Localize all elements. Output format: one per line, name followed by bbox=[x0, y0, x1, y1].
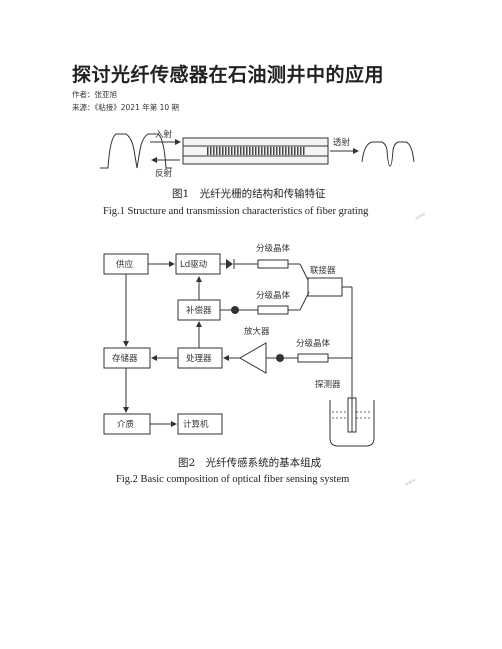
figure-1-caption-cn: 图1 光纤光栅的结构和传输特征 bbox=[172, 187, 326, 200]
grating-top-label: 分级晶体 bbox=[256, 243, 291, 254]
storage-label: 存储器 bbox=[112, 353, 138, 364]
figure-1: 入射 反射 透射 图1 光纤光栅的结构和传输特征 Fig.1 Structure… bbox=[100, 129, 427, 222]
processor-label: 处理器 bbox=[186, 353, 212, 364]
incident-arrow: 入射 bbox=[150, 129, 181, 145]
computer-label: 计算机 bbox=[183, 419, 209, 430]
grating-low-box bbox=[297, 353, 329, 363]
amplifier-triangle bbox=[238, 342, 267, 374]
figure-1-caption-en: Fig.1 Structure and transmission charact… bbox=[103, 206, 369, 217]
grating-top-box bbox=[257, 259, 289, 269]
compensator-label: 补偿器 bbox=[186, 305, 212, 316]
author-line: 作者：张亚旭 bbox=[72, 90, 117, 99]
detector-label: 探测器 bbox=[315, 379, 341, 390]
figure-2: 供应 Ld驱动 分级晶体 联接器 补偿器 bbox=[103, 243, 417, 488]
transmit-label: 透射 bbox=[333, 137, 351, 148]
grating-mid-box bbox=[257, 305, 289, 315]
supply-label: 供应 bbox=[116, 259, 134, 270]
grating-periodic-structure bbox=[206, 147, 306, 155]
figure-2-caption-en: Fig.2 Basic composition of optical fiber… bbox=[116, 474, 349, 485]
probe-vessel-icon bbox=[329, 397, 375, 447]
reflect-label: 反射 bbox=[155, 168, 173, 179]
fiber-grating bbox=[182, 137, 329, 165]
photodiode-icon bbox=[220, 306, 258, 314]
coupler-box bbox=[307, 277, 343, 297]
computer-box bbox=[177, 413, 223, 435]
source-line: 来源：《粘接》2021 年第 10 期 bbox=[72, 103, 180, 112]
incident-label: 入射 bbox=[155, 129, 173, 140]
figure-2-caption-cn: 图2 光纤传感系统的基本组成 bbox=[178, 456, 322, 469]
amplifier-label: 放大器 bbox=[244, 326, 270, 337]
coupler-label: 联接器 bbox=[310, 265, 336, 276]
incident-spectrum-curve bbox=[100, 133, 172, 169]
watermark: www bbox=[405, 478, 417, 488]
medium-label: 介质 bbox=[117, 419, 135, 430]
ld-driver-label: Ld驱动 bbox=[180, 259, 208, 270]
detector-photodiode-icon bbox=[266, 354, 298, 362]
grating-mid-label: 分级晶体 bbox=[256, 290, 291, 301]
laser-diode-icon bbox=[220, 259, 258, 269]
storage-box bbox=[103, 347, 151, 369]
transmit-arrow: 透射 bbox=[330, 137, 359, 154]
reflect-arrow: 反射 bbox=[151, 157, 180, 179]
article-title: 探讨光纤传感器在石油测井中的应用 bbox=[72, 64, 385, 86]
watermark: www bbox=[415, 212, 427, 222]
grating-low-label: 分级晶体 bbox=[296, 338, 331, 349]
transmitted-spectrum-curve bbox=[361, 141, 415, 167]
